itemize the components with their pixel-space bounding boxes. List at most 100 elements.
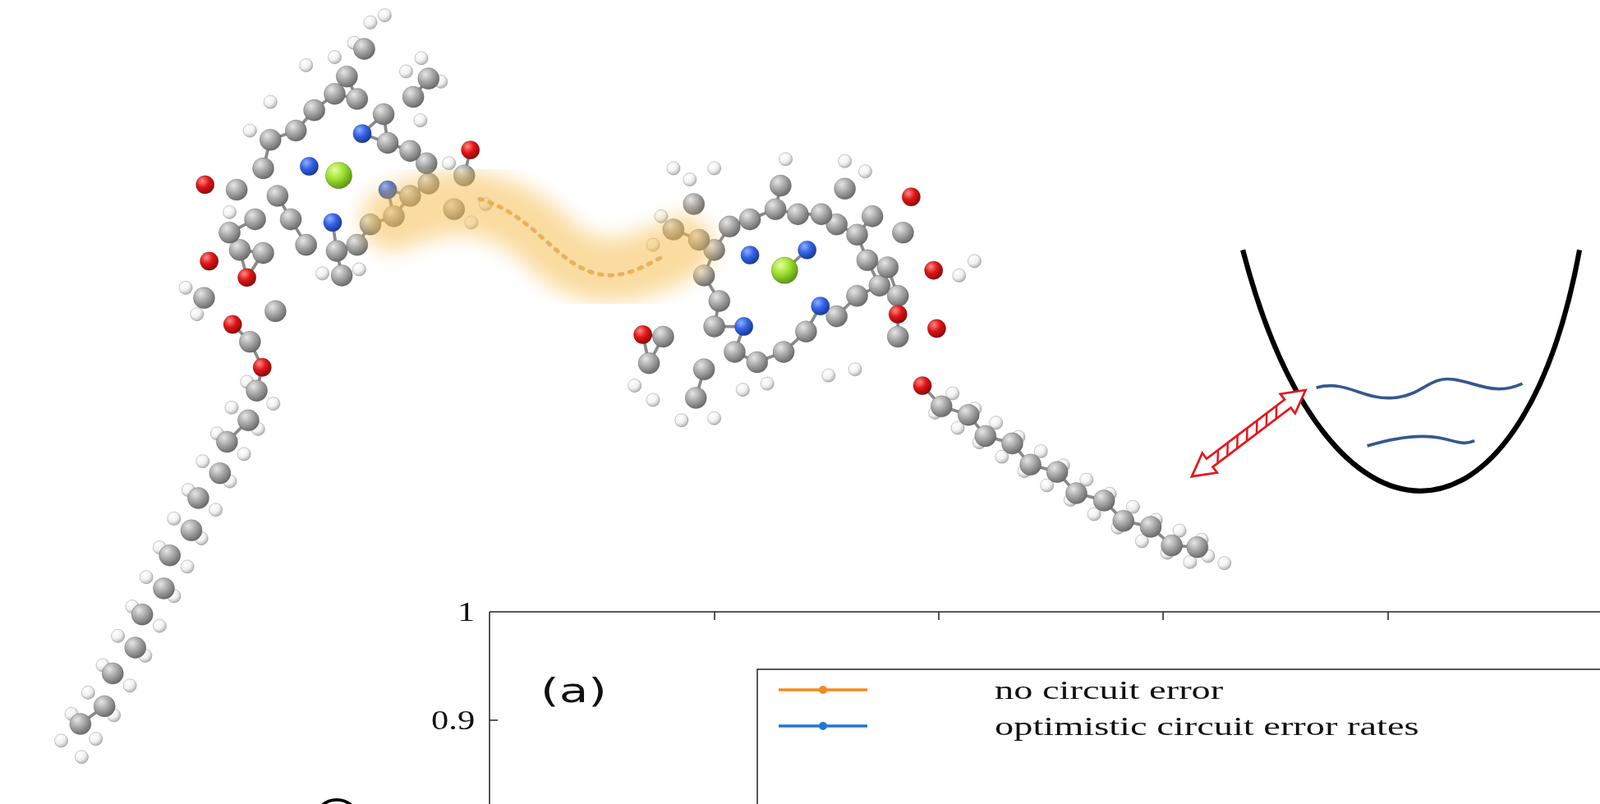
hydrogen-atom bbox=[838, 154, 852, 168]
carbon-atom bbox=[353, 38, 375, 60]
carbon-atom bbox=[887, 326, 909, 348]
nitrogen-atom bbox=[740, 245, 759, 264]
carbon-atom bbox=[252, 242, 274, 264]
carbon-atom bbox=[216, 431, 238, 453]
tick-label: 1 bbox=[457, 595, 475, 628]
oxygen-atom bbox=[633, 325, 652, 344]
carbon-atom bbox=[187, 487, 209, 509]
carbon-atom bbox=[124, 637, 147, 659]
carbon-atom bbox=[834, 178, 856, 200]
hydrogen-atom bbox=[81, 685, 95, 699]
hydrogen-atom bbox=[54, 734, 68, 748]
carbon-atom bbox=[346, 87, 368, 110]
hydrogen-atom bbox=[89, 732, 103, 746]
hydrogen-atom bbox=[363, 15, 378, 29]
hydrogen-atom bbox=[237, 447, 251, 461]
carbon-atom bbox=[957, 404, 980, 426]
carbon-atom bbox=[652, 326, 674, 348]
carbon-atom bbox=[974, 425, 997, 447]
carbon-atom bbox=[1065, 482, 1087, 504]
carbon-atom bbox=[772, 341, 795, 364]
legend-samples bbox=[778, 685, 868, 731]
carbon-atom bbox=[861, 205, 883, 227]
carbon-atom bbox=[264, 300, 286, 322]
nitrogen-atom bbox=[811, 297, 830, 316]
legend-sample-marker bbox=[818, 721, 828, 731]
coupling-double-arrow bbox=[1184, 380, 1314, 487]
legend-sample-marker bbox=[818, 685, 828, 695]
carbon-atom bbox=[930, 395, 952, 418]
hydrogen-atom bbox=[263, 95, 277, 109]
legend-sample bbox=[778, 685, 868, 695]
partial-circle bbox=[314, 800, 360, 804]
hydrogen-atom bbox=[952, 268, 966, 282]
hydrogen-atom bbox=[1218, 556, 1232, 571]
hydrogen-atom bbox=[139, 570, 153, 584]
carbon-atom bbox=[856, 249, 879, 272]
oxygen-atom bbox=[237, 268, 256, 287]
carbon-atom bbox=[877, 256, 899, 278]
carbon-atom bbox=[209, 462, 231, 484]
legend-sample bbox=[778, 721, 868, 731]
axis-line bbox=[489, 611, 1600, 613]
hydrogen-atom bbox=[152, 619, 166, 633]
carbon-atom bbox=[225, 179, 248, 201]
oxygen-atom bbox=[199, 252, 218, 271]
carbon-atom bbox=[891, 221, 914, 244]
carbon-atom bbox=[693, 358, 715, 381]
carbon-atom bbox=[764, 198, 787, 221]
carbon-atom bbox=[152, 577, 175, 599]
carbon-atom bbox=[746, 351, 768, 373]
legend-text: optimistic circuit error rates bbox=[994, 711, 1420, 742]
carbon-atom bbox=[326, 240, 348, 263]
carbon-atom bbox=[1001, 432, 1023, 455]
hydrogen-atom bbox=[190, 308, 204, 322]
oxygen-atom bbox=[888, 304, 907, 323]
carbon-atom bbox=[303, 99, 326, 121]
carbon-atom bbox=[101, 662, 124, 685]
hydrogen-atom bbox=[760, 377, 774, 391]
hydrogen-atom bbox=[180, 560, 194, 574]
carbon-atom bbox=[331, 264, 353, 286]
hydrogen-atom bbox=[442, 156, 456, 171]
nitrogen-atom bbox=[353, 124, 372, 143]
hydrogen-atom bbox=[299, 58, 313, 72]
carbon-atom bbox=[739, 208, 761, 230]
carbon-atom bbox=[159, 544, 181, 566]
carbon-atom bbox=[845, 285, 868, 307]
oxygen-atom bbox=[927, 319, 946, 338]
carbon-atom bbox=[769, 174, 791, 197]
arrow-hatching bbox=[1211, 405, 1283, 464]
atom-group bbox=[54, 9, 1231, 764]
oxygen-atom bbox=[913, 376, 932, 395]
carbon-atom bbox=[246, 380, 268, 402]
oxygen-atom bbox=[901, 188, 920, 207]
carbon-atom bbox=[69, 712, 92, 735]
carbon-atom bbox=[285, 119, 307, 142]
hydrogen-atom bbox=[858, 165, 872, 179]
carbon-atom bbox=[718, 216, 741, 238]
hydrogen-atom bbox=[666, 161, 681, 175]
carbon-atom bbox=[131, 603, 153, 626]
harmonic-potential-well bbox=[1242, 249, 1580, 491]
hydrogen-atom bbox=[628, 379, 642, 393]
hydrogen-atom bbox=[266, 397, 281, 411]
carbon-atom bbox=[372, 103, 395, 125]
carbon-atom bbox=[703, 315, 726, 337]
carbon-atom bbox=[1140, 515, 1162, 538]
hydrogen-atom bbox=[315, 266, 329, 281]
carbon-atom bbox=[638, 352, 660, 374]
carbon-atom bbox=[402, 86, 424, 108]
hydrogen-atom bbox=[123, 679, 137, 693]
hydrogen-atom bbox=[209, 503, 223, 517]
carbon-atom bbox=[685, 386, 707, 409]
coupling-dotted-line bbox=[479, 198, 666, 276]
tick-label: 0.9 bbox=[431, 703, 475, 736]
nitrogen-atom bbox=[797, 240, 816, 259]
hydrogen-atom bbox=[683, 173, 697, 187]
carbon-atom bbox=[218, 221, 240, 244]
hydrogen-atom bbox=[848, 363, 862, 377]
magnesium-atom bbox=[771, 257, 798, 284]
carbon-atom bbox=[786, 203, 809, 226]
oxygen-atom bbox=[461, 140, 480, 159]
